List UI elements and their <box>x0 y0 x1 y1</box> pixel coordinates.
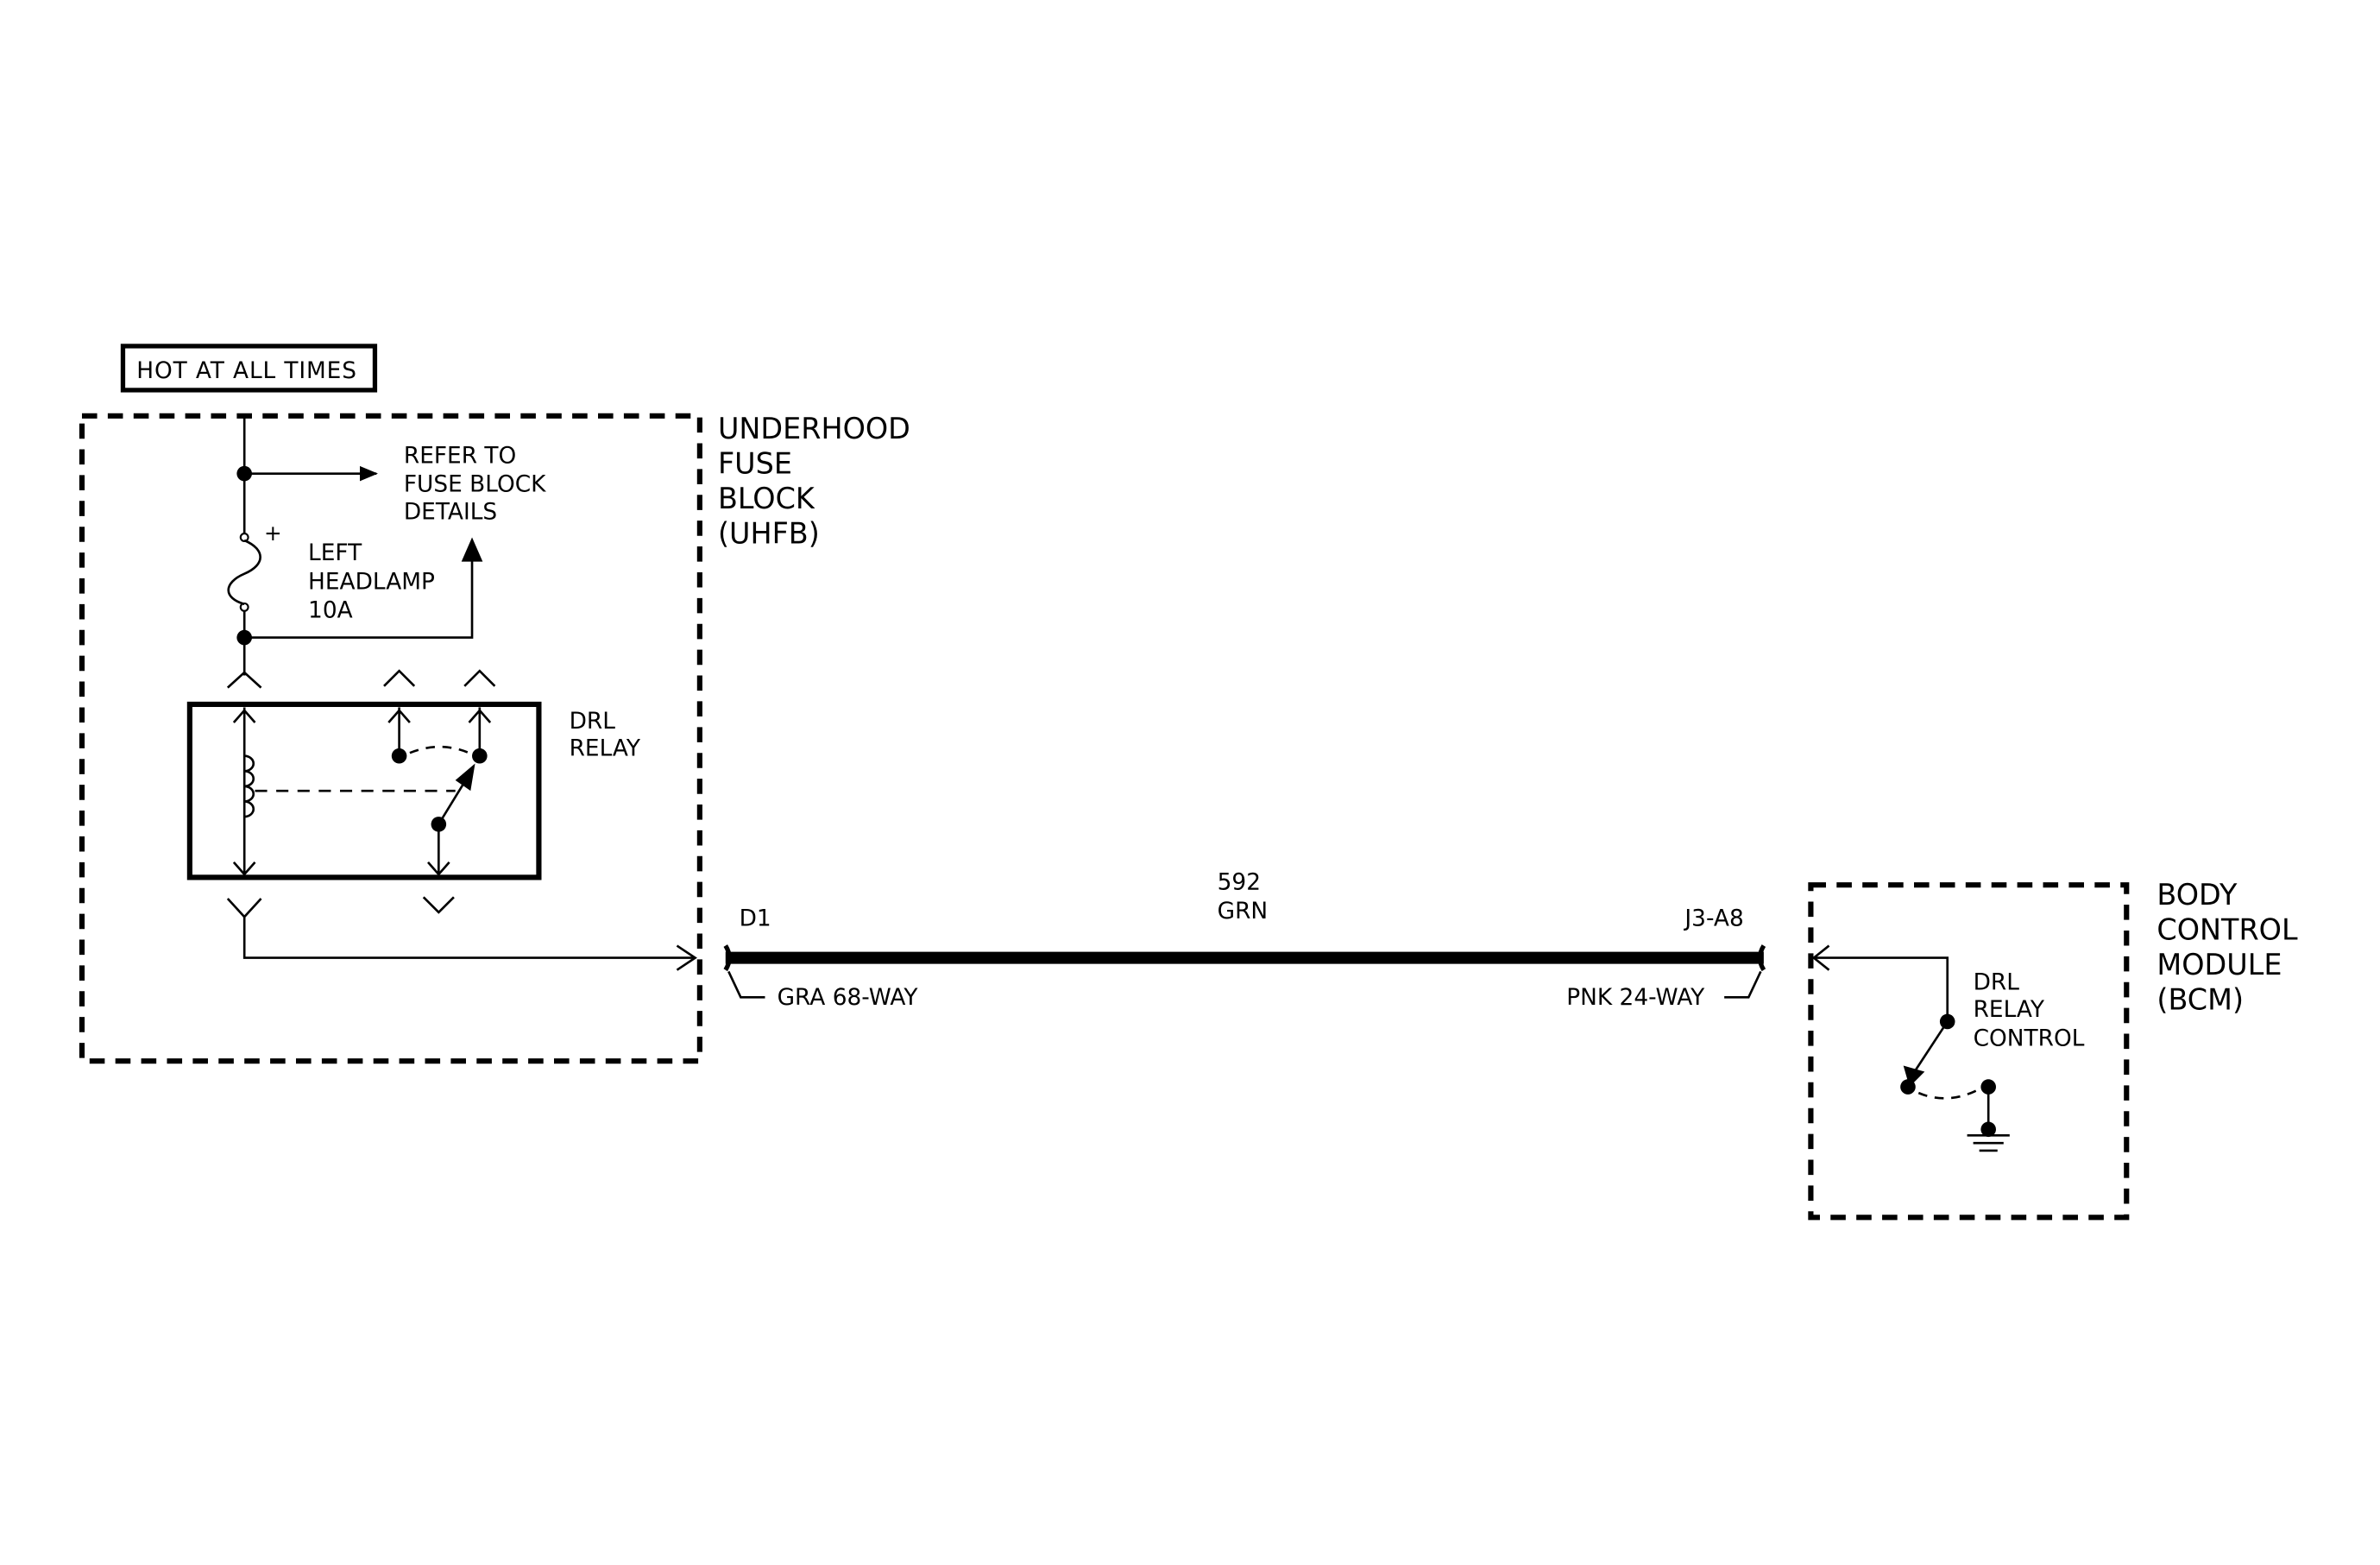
drl-relay-label: DRL RELAY <box>570 709 641 762</box>
svg-text:(UHFB): (UHFB) <box>718 517 820 551</box>
drl-relay-control-switch <box>1900 1013 1996 1138</box>
connector-chevron-1 <box>383 669 416 687</box>
svg-text:HEADLAMP: HEADLAMP <box>308 569 435 595</box>
refer-to-fuse-block-label: REFER TO FUSE BLOCK DETAILS <box>404 443 546 525</box>
svg-text:RELAY: RELAY <box>1974 997 2045 1023</box>
fuse-label: LEFT HEADLAMP 10A <box>308 540 435 624</box>
wire-label: 592 GRN <box>1218 869 1269 924</box>
svg-text:FUSE BLOCK: FUSE BLOCK <box>404 472 546 498</box>
drl-relay-control-label: DRL RELAY CONTROL <box>1974 970 2085 1052</box>
svg-text:RELAY: RELAY <box>570 736 641 762</box>
connector-y-top <box>226 671 262 689</box>
fuse-polarity-label: + <box>264 521 282 546</box>
uhfb-name-label: UNDERHOOD FUSE BLOCK (UHFB) <box>718 412 910 550</box>
svg-text:GRN: GRN <box>1218 899 1269 924</box>
svg-text:592: 592 <box>1218 869 1261 895</box>
svg-text:DRL: DRL <box>570 709 616 735</box>
connector-y-bottom <box>226 898 262 919</box>
right-connector-label: PNK 24-WAY <box>1566 985 1705 1011</box>
svg-text:LEFT: LEFT <box>308 540 362 566</box>
svg-text:10A: 10A <box>308 598 353 624</box>
svg-text:FUSE: FUSE <box>718 447 792 481</box>
left-connector-label: GRA 68-WAY <box>778 985 919 1011</box>
svg-text:DRL: DRL <box>1974 970 2020 996</box>
svg-text:CONTROL: CONTROL <box>2156 913 2298 947</box>
svg-text:BODY: BODY <box>2156 878 2238 912</box>
left-headlamp-fuse: + <box>227 521 282 612</box>
svg-text:BLOCK: BLOCK <box>718 482 815 515</box>
drl-relay <box>186 701 542 880</box>
hot-at-all-times-label: HOT AT ALL TIMES <box>120 344 378 393</box>
bcm-boundary <box>1808 882 2130 1221</box>
left-pin-label: D1 <box>740 906 771 932</box>
ground-icon <box>1967 1134 2010 1152</box>
svg-text:DETAILS: DETAILS <box>404 499 497 525</box>
connector-chevron-3 <box>422 896 455 914</box>
wire-592-grn <box>723 944 1766 972</box>
svg-text:MODULE: MODULE <box>2156 948 2282 981</box>
uhfb-boundary <box>79 413 702 1064</box>
right-pin-label: J3-A8 <box>1683 906 1743 932</box>
bcm-name-label: BODY CONTROL MODULE (BCM) <box>2156 878 2298 1016</box>
svg-text:UNDERHOOD: UNDERHOOD <box>718 412 910 445</box>
svg-text:CONTROL: CONTROL <box>1974 1026 2085 1052</box>
connector-chevron-2 <box>463 669 496 687</box>
svg-text:HOT AT ALL TIMES: HOT AT ALL TIMES <box>136 358 357 384</box>
svg-text:REFER TO: REFER TO <box>404 443 516 469</box>
svg-text:(BCM): (BCM) <box>2156 982 2244 1016</box>
